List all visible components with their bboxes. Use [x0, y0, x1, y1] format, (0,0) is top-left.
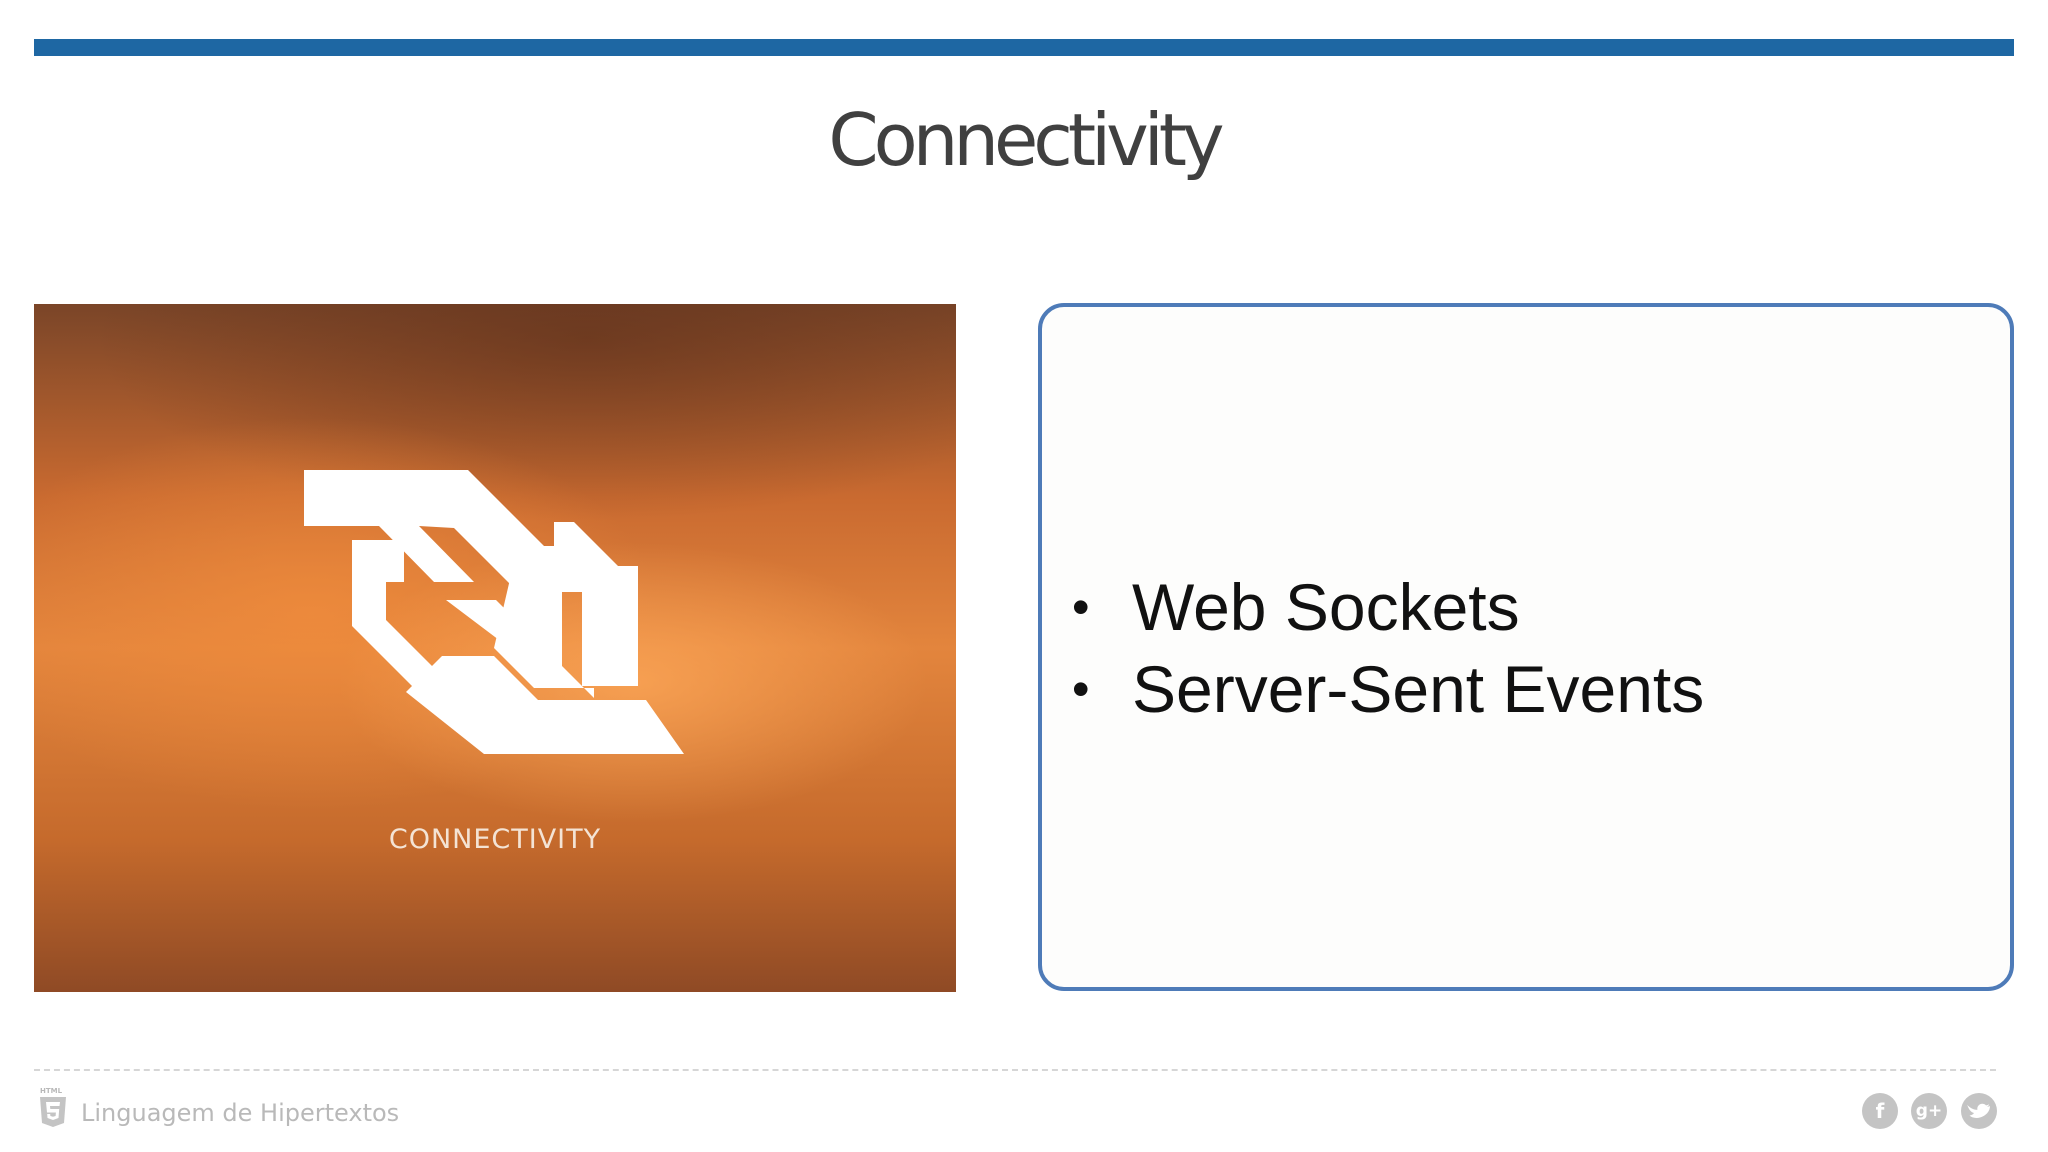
- bullet-marker: •: [1072, 578, 1090, 635]
- bullet-text: Web Sockets: [1132, 570, 1520, 644]
- bullet-list: • Web Sockets • Server-Sent Events: [1072, 569, 1704, 733]
- bullet-text: Server-Sent Events: [1132, 652, 1705, 726]
- google-plus-icon[interactable]: g+: [1911, 1093, 1947, 1129]
- footer-divider: [34, 1069, 1996, 1071]
- image-caption: CONNECTIVITY: [388, 824, 602, 855]
- facebook-icon[interactable]: f: [1862, 1093, 1898, 1129]
- bullet-marker: •: [1072, 660, 1090, 717]
- footer-text: Linguagem de Hipertextos: [81, 1099, 400, 1127]
- bullet-item: • Web Sockets: [1072, 569, 1704, 651]
- websocket-logo-icon: [304, 470, 684, 754]
- twitter-bird-shape: [1967, 1103, 1990, 1118]
- slide-title: Connectivity: [828, 98, 1224, 182]
- twitter-icon[interactable]: [1961, 1093, 1997, 1129]
- content-box: • Web Sockets • Server-Sent Events: [1038, 303, 2014, 991]
- html5-shield-icon: HTML: [40, 1087, 66, 1127]
- top-accent-bar: [34, 39, 2014, 56]
- html5-logo-label: HTML: [40, 1087, 63, 1095]
- connectivity-image: CONNECTIVITY: [34, 304, 956, 992]
- html5-logo: HTML: [38, 1085, 68, 1136]
- bullet-item: • Server-Sent Events: [1072, 651, 1704, 733]
